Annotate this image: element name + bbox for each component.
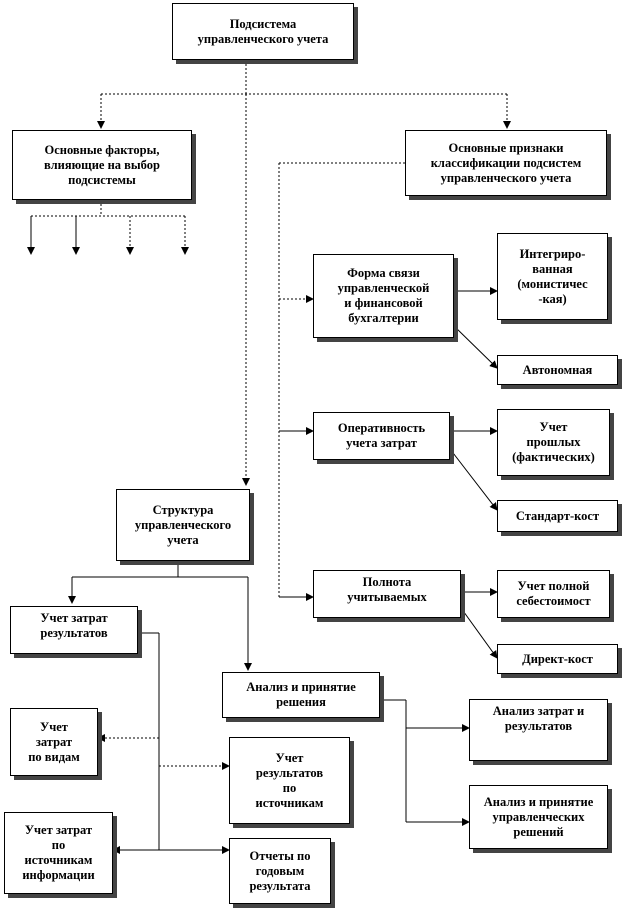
node-analysis-decisions: Анализ и принятие управленческих решений [469,785,608,849]
node-link-form-label: Форма связи управленческой и финансовой … [337,266,430,325]
node-costs-by-info-label: Учет затрат по источникам информации [22,823,95,882]
node-annual-reports: Отчеты по годовым результата [229,838,331,904]
node-cost-results-label: Учет затрат результатов [40,611,108,640]
node-standard-cost-label: Стандарт-кост [515,508,600,523]
arrow-to-autonomous [453,325,498,369]
node-analysis-label: Анализ и принятие решения [246,680,356,709]
node-full-cost-label: Учет полной себестоимост [516,579,591,608]
node-analysis-costs-label: Анализ затрат и результатов [492,704,585,733]
arrow-to-standard-cost [449,448,498,511]
node-costs-by-info: Учет затрат по источникам информации [4,812,113,894]
node-direct-cost-label: Директ-кост [522,651,593,666]
node-classification: Основные признаки классификации подсисте… [405,130,607,196]
node-integrated: Интегриро- ванная (монистичес -кая) [497,233,608,320]
node-classification-label: Основные признаки классификации подсисте… [430,140,582,185]
node-annual-reports-label: Отчеты по годовым результата [249,848,311,893]
node-efficiency: Оперативность учета затрат [313,412,450,460]
node-subsystem: Подсистема управленческого учета [172,3,354,60]
node-factors: Основные факторы, влияющие на выбор подс… [12,130,192,200]
node-structure-label: Структура управленческого учета [134,502,232,547]
node-cost-results: Учет затрат результатов [10,606,138,654]
node-costs-by-type: Учет затрат по видам [10,708,98,776]
arrow-to-direct-cost [460,607,498,659]
node-analysis-decisions-label: Анализ и принятие управленческих решений [483,794,594,839]
node-analysis-costs: Анализ затрат и результатов [469,699,608,761]
node-efficiency-label: Оперативность учета затрат [337,421,426,450]
node-costs-by-type-label: Учет затрат по видам [28,719,80,764]
node-results-by-source: Учет результатов по источникам [229,737,350,824]
node-factors-label: Основные факторы, влияющие на выбор подс… [44,142,160,187]
node-analysis: Анализ и принятие решения [222,672,380,718]
node-completeness-label: Полнота учитываемых [347,575,427,604]
node-integrated-label: Интегриро- ванная (монистичес -кая) [517,246,588,306]
node-full-cost: Учет полной себестоимост [497,570,610,618]
node-subsystem-label: Подсистема управленческого учета [197,16,329,46]
node-actual: Учет прошлых (фактических) [497,409,610,476]
node-direct-cost: Директ-кост [497,644,618,674]
node-standard-cost: Стандарт-кост [497,500,618,532]
node-structure: Структура управленческого учета [116,489,250,561]
node-link-form: Форма связи управленческой и финансовой … [313,254,454,338]
node-results-by-source-label: Учет результатов по источникам [255,750,324,810]
node-autonomous-label: Автономная [522,362,593,377]
node-autonomous: Автономная [497,355,618,385]
node-completeness: Полнота учитываемых [313,570,461,618]
node-actual-label: Учет прошлых (фактических) [512,420,595,464]
